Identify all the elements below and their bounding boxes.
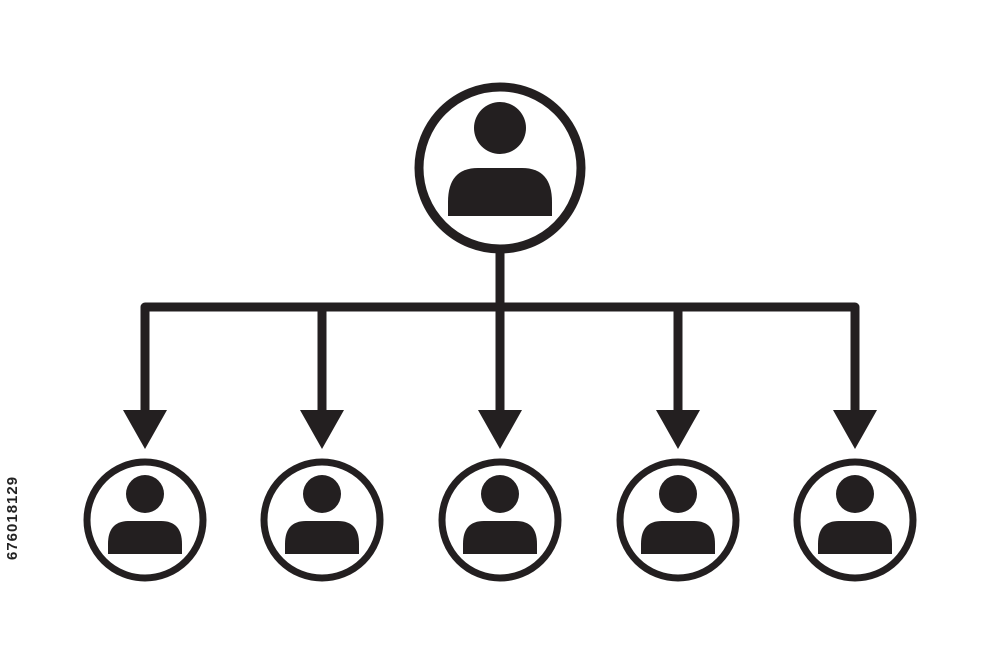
child-node-1: [83, 458, 207, 582]
arrow-down-icon: [833, 410, 877, 449]
person-icon: [285, 475, 359, 554]
person-icon: [818, 475, 892, 554]
child-node-5: [793, 458, 917, 582]
arrow-down-icon: [123, 410, 167, 449]
person-icon: [641, 475, 715, 554]
person-icon: [448, 102, 552, 216]
arrow-down-icon: [478, 410, 522, 449]
branch-arrow-2: [300, 307, 344, 449]
child-node-4: [616, 458, 740, 582]
person-icon: [463, 475, 537, 554]
root-node: [414, 82, 586, 254]
child-node-3: [438, 458, 562, 582]
child-node-2: [260, 458, 384, 582]
image-id-label: 676018129: [4, 475, 21, 561]
person-icon: [108, 475, 182, 554]
arrow-down-icon: [656, 410, 700, 449]
connectors: [140, 244, 860, 312]
branch-arrow-4: [656, 307, 700, 449]
branch-arrow-1: [123, 307, 167, 449]
branch-arrow-3: [478, 307, 522, 449]
branch-arrow-5: [833, 307, 877, 449]
arrow-down-icon: [300, 410, 344, 449]
